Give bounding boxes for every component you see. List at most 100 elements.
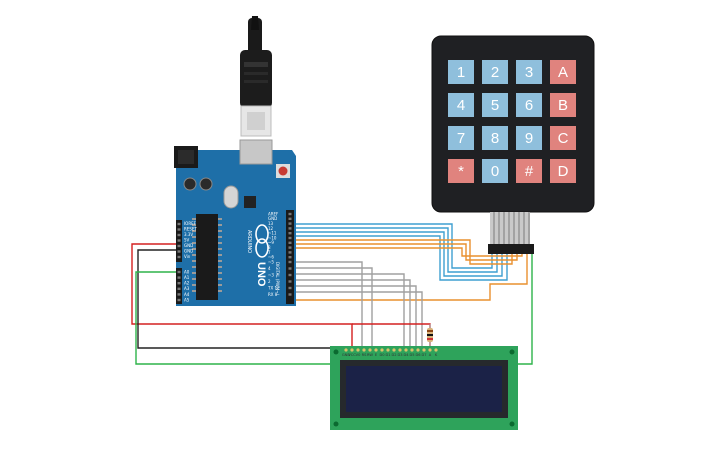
key-label: 0	[491, 163, 499, 180]
analog-pin-label: A5	[184, 297, 190, 302]
key-3[interactable]: 3	[516, 60, 542, 84]
key-6[interactable]: 6	[516, 93, 542, 117]
key-a[interactable]: A	[550, 60, 576, 84]
analog-pin	[177, 282, 181, 285]
key-0[interactable]: 0	[482, 159, 508, 183]
wire-green	[135, 271, 330, 365]
digital-pin	[288, 280, 292, 283]
power-pin	[177, 250, 181, 253]
key-label: A	[558, 64, 568, 81]
power-pin-label: GND	[184, 243, 193, 248]
key-star[interactable]: *	[448, 159, 474, 183]
key-c[interactable]: C	[550, 126, 576, 150]
key-label: B	[558, 97, 568, 114]
key-label: *	[458, 163, 464, 180]
analog-pin	[177, 287, 181, 290]
analog-header	[176, 268, 182, 304]
key-1[interactable]: 1	[448, 60, 474, 84]
power-pin-label: 5V	[184, 238, 190, 243]
power-pin-label: IOREF	[184, 221, 197, 226]
wire-black-gnd	[137, 249, 330, 349]
lcd-pin-label: A	[429, 353, 432, 357]
digital-pin-label: ~6	[268, 255, 274, 260]
lcd-pin-label: GND	[342, 353, 350, 357]
digital-pin-label: AREF	[268, 211, 279, 216]
digital-pin	[288, 232, 292, 235]
arduino-logo	[255, 224, 269, 258]
power-pin-label: Vin	[184, 254, 191, 259]
analog-pin-label: A4	[184, 292, 190, 297]
analog-pin-label: A3	[184, 286, 190, 291]
digital-pin	[288, 227, 292, 230]
lcd-pin	[368, 348, 372, 352]
lcd-pin	[428, 348, 432, 352]
key-hash[interactable]: #	[516, 159, 542, 183]
key-d[interactable]: D	[550, 159, 576, 183]
lcd-pin-label: V0	[356, 353, 361, 357]
lcd-pin	[380, 348, 384, 352]
key-2[interactable]: 2	[482, 60, 508, 84]
wire-gray-6	[286, 291, 423, 346]
keypad-ribbon	[490, 212, 530, 248]
digital-pin	[288, 293, 292, 296]
power-pin-label: 3.3V	[184, 232, 193, 237]
digital-pin-label: 7	[268, 250, 271, 255]
key-9[interactable]: 9	[516, 126, 542, 150]
lcd-pin	[386, 348, 390, 352]
power-pin-label: GND	[184, 249, 193, 254]
power-pin	[177, 233, 181, 237]
key-5[interactable]: 5	[482, 93, 508, 117]
lcd-pin-label: D5	[409, 353, 414, 357]
lcd-pin	[374, 348, 378, 352]
lcd-pin-label: D6	[415, 353, 421, 357]
usb-cable	[240, 16, 272, 137]
digital-header-upper	[286, 210, 294, 262]
lcd-pin	[422, 348, 426, 352]
lcd-pin	[356, 348, 360, 352]
digital-pin	[288, 212, 292, 216]
lcd-pin	[398, 348, 402, 352]
keypad-connector	[488, 244, 534, 254]
key-b[interactable]: B	[550, 93, 576, 117]
digital-pin	[288, 241, 292, 244]
board-brand-text: ARDUINO	[246, 230, 252, 253]
digital-pin-label: ~11	[268, 231, 277, 236]
key-8[interactable]: 8	[482, 126, 508, 150]
resistor	[427, 324, 433, 346]
key-label: 5	[491, 97, 499, 114]
key-4[interactable]: 4	[448, 93, 474, 117]
digital-pin	[288, 222, 292, 225]
analog-pin	[177, 293, 181, 296]
digital-label: DIGITAL (PWM~)	[275, 262, 280, 296]
lcd-pin-label: VCC	[348, 353, 356, 357]
key-label: 1	[457, 64, 465, 81]
power-pin	[177, 222, 181, 226]
digital-pin	[288, 236, 292, 240]
power-pin	[177, 228, 181, 231]
analog-pin-label: A1	[184, 275, 190, 280]
lcd-pin	[392, 348, 396, 352]
atmega-chip	[196, 214, 218, 300]
usb-socket	[239, 139, 273, 165]
analog-pin	[177, 298, 181, 302]
power-pin	[177, 244, 181, 248]
lcd-pin-label: RW	[367, 353, 373, 357]
power-pin-label: RESET	[184, 227, 197, 232]
digital-pin-label: GND	[268, 216, 277, 221]
lcd-pin-label: D0	[379, 353, 385, 357]
power-pin	[177, 239, 181, 242]
digital-pin-label: ~5	[268, 259, 274, 264]
wire-red-2	[352, 323, 431, 346]
digital-pin	[288, 260, 292, 264]
lcd-pin-label: D2	[391, 353, 396, 357]
analog-pin-label: A2	[184, 281, 190, 286]
key-7[interactable]: 7	[448, 126, 474, 150]
lcd-pin-label: D1	[385, 353, 390, 357]
digital-pin	[288, 217, 292, 220]
